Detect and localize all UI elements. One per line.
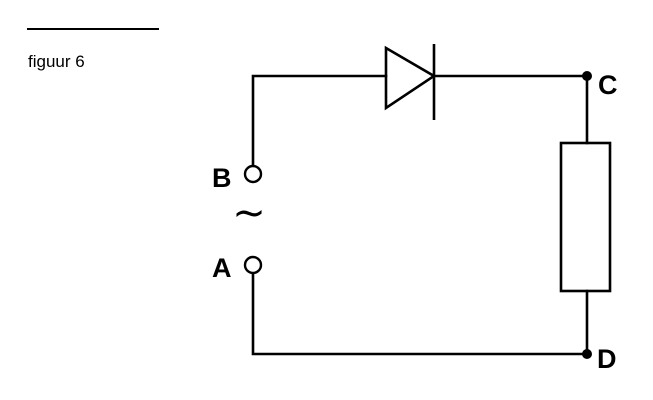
label-node-d: D [597,344,617,374]
figure-caption: figuur 6 [28,52,85,71]
label-terminal-a: A [212,253,232,283]
terminal-a [243,255,263,275]
label-node-c: C [598,70,618,100]
node-c-dot [582,71,592,81]
node-d-dot [582,349,592,359]
terminal-b [243,164,263,184]
label-terminal-b: B [212,163,232,193]
resistor-symbol [559,141,612,293]
ac-source-symbol: ~ [232,190,266,236]
diode-triangle [384,45,437,111]
wire-b-to-diode [251,74,388,168]
wire-d-to-a [251,271,589,356]
diode-symbol [384,44,437,120]
